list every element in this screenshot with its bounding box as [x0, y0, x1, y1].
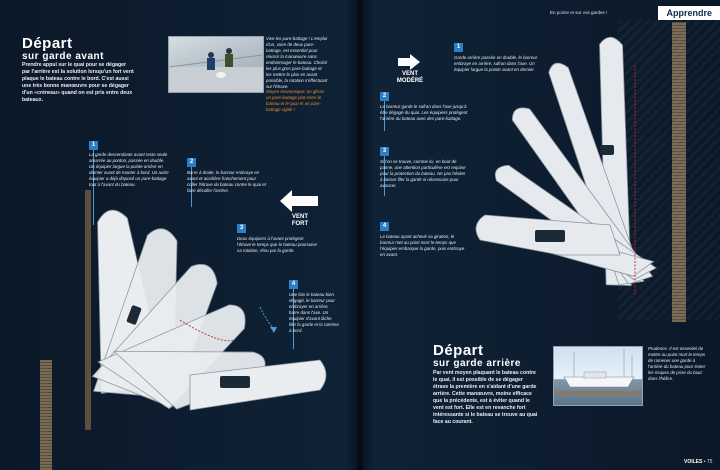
step-right-3-number: 3	[380, 147, 389, 156]
left-title: Départ sur garde avant	[22, 36, 104, 62]
page-gutter	[356, 0, 364, 470]
step-right-1-text: Garde arrière passée en double, le barre…	[454, 55, 538, 72]
step-left-4-number: 4	[289, 280, 298, 289]
step-left-2-text: Barre à droite, le barreur embraye en av…	[187, 170, 266, 193]
header-small-text: En pointe et sur vos gardes !	[550, 10, 608, 15]
step-left-1-number: 1	[89, 141, 98, 150]
wind-label-right-1: VENT	[401, 71, 418, 77]
rotation-dotted-arrow-icon	[259, 306, 277, 333]
step-left-3-text: Deux équipiers à l'avant protègent l'étr…	[237, 236, 317, 253]
crew-fender-photo-art	[169, 48, 263, 92]
harbour-boat-photo	[553, 346, 643, 406]
section-tab: Apprendre	[658, 6, 720, 20]
step-right-1-number: 1	[454, 43, 463, 52]
right-title: Départ sur garde arrière	[433, 343, 521, 369]
boat-rotation-illustration-right	[475, 36, 657, 295]
right-body: Par vent moyen plaquant le bateau contre…	[433, 370, 538, 425]
folio-page-number: • 75	[703, 459, 713, 465]
folio-brand: VOILES	[684, 459, 703, 465]
left-title-line2: sur garde avant	[22, 50, 104, 62]
step-left-2-number: 2	[187, 158, 196, 167]
step-left-4-line	[293, 289, 294, 349]
right-pontoon-vertical	[672, 22, 686, 322]
step-right-4-text: Le bateau ayant achevé sa giration, le b…	[380, 234, 465, 257]
page-folio: VOILES • 75	[684, 459, 712, 465]
wind-arrow-right-icon	[398, 54, 420, 70]
right-title-line2: sur garde arrière	[433, 357, 521, 369]
step-right-3-line	[384, 156, 385, 196]
left-pontoon	[40, 360, 52, 470]
step-left-2-line	[191, 167, 192, 207]
step-left-4-text: Une fois le bateau bien dégagé, le barre…	[289, 292, 339, 333]
wind-label-right-2: MODÉRÉ	[396, 78, 424, 84]
wind-label-left-1: VENT	[291, 214, 308, 220]
left-photo-caption: Vive les pare-battage ! L'emploi d'un, v…	[266, 36, 328, 89]
step-right-2-line	[384, 101, 385, 131]
step-left-1-line	[93, 150, 94, 225]
left-title-line1: Départ	[22, 35, 73, 52]
left-intro: Prendre appui sur le quai pour se dégage…	[22, 62, 134, 103]
harbour-boat-photo-art	[554, 349, 642, 395]
right-photo-caption: Prudence. Il est essentiel de mettre au …	[648, 346, 706, 381]
step-right-2-text: Le barreur garde le safran dans l'axe ju…	[380, 104, 468, 121]
step-right-2-number: 2	[380, 92, 389, 101]
step-right-3-text: Si l'on se trouve, comme ici, en bout de…	[380, 159, 466, 188]
left-photo-caption-orange: Moyen économique: on glisse un pare-batt…	[266, 89, 325, 112]
wind-label-left: VENT FORT	[284, 214, 316, 228]
wind-label-left-2: FORT	[291, 221, 309, 227]
crew-fender-photo	[168, 36, 264, 93]
right-title-line1: Départ	[433, 342, 484, 359]
boat-rotation-illustration-left	[85, 190, 327, 430]
wind-label-right: VENT MODÉRÉ	[390, 71, 430, 85]
step-left-1-text: La garde descendante avant reste seule a…	[89, 152, 169, 187]
step-right-4-number: 4	[380, 222, 389, 231]
wind-arrow-left-icon	[280, 190, 318, 212]
step-left-3-number: 3	[237, 224, 246, 233]
